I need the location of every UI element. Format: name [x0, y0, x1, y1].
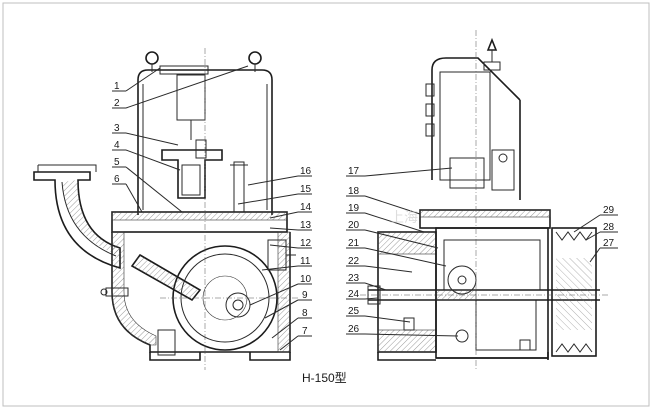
callout-13: 13: [300, 220, 312, 231]
side-section-view: [360, 30, 610, 370]
callout-12: 12: [300, 238, 312, 249]
callout-19: 19: [348, 203, 360, 214]
right-leader-lines: [346, 167, 618, 337]
callout-27: 27: [603, 238, 615, 249]
callout-21: 21: [348, 238, 360, 249]
callout-2: 2: [114, 98, 120, 109]
callout-20: 20: [348, 220, 360, 231]
callout-26: 26: [348, 324, 360, 335]
front-section-view: [33, 48, 300, 370]
callout-7: 7: [302, 326, 308, 337]
callout-24: 24: [348, 289, 360, 300]
callout-25: 25: [348, 306, 360, 317]
callout-17: 17: [348, 166, 360, 177]
drawing-caption: H-150型: [302, 371, 347, 385]
callout-28: 28: [603, 222, 615, 233]
right-callout-labels: 17 18 19 20 21 22 23 24 25 26 29 28 27: [348, 166, 615, 335]
callout-11: 11: [300, 256, 311, 267]
callout-1: 1: [114, 81, 120, 92]
callout-8: 8: [302, 308, 308, 319]
callout-15: 15: [300, 184, 312, 195]
callout-23: 23: [348, 273, 360, 284]
callout-29: 29: [603, 205, 615, 216]
callout-4: 4: [114, 140, 120, 151]
callout-14: 14: [300, 202, 312, 213]
callout-6: 6: [114, 174, 120, 185]
callout-22: 22: [348, 256, 360, 267]
left-leader-lines: [112, 65, 312, 351]
callout-18: 18: [348, 186, 360, 197]
left-callout-labels: 1 2 3 4 5 6 16 15 14 13 12 11 10 9 8 7: [114, 81, 312, 337]
callout-10: 10: [300, 274, 312, 285]
watermark: 上海: [390, 210, 418, 226]
callout-3: 3: [114, 123, 120, 134]
callout-9: 9: [302, 290, 308, 301]
callout-16: 16: [300, 166, 312, 177]
callout-5: 5: [114, 157, 120, 168]
